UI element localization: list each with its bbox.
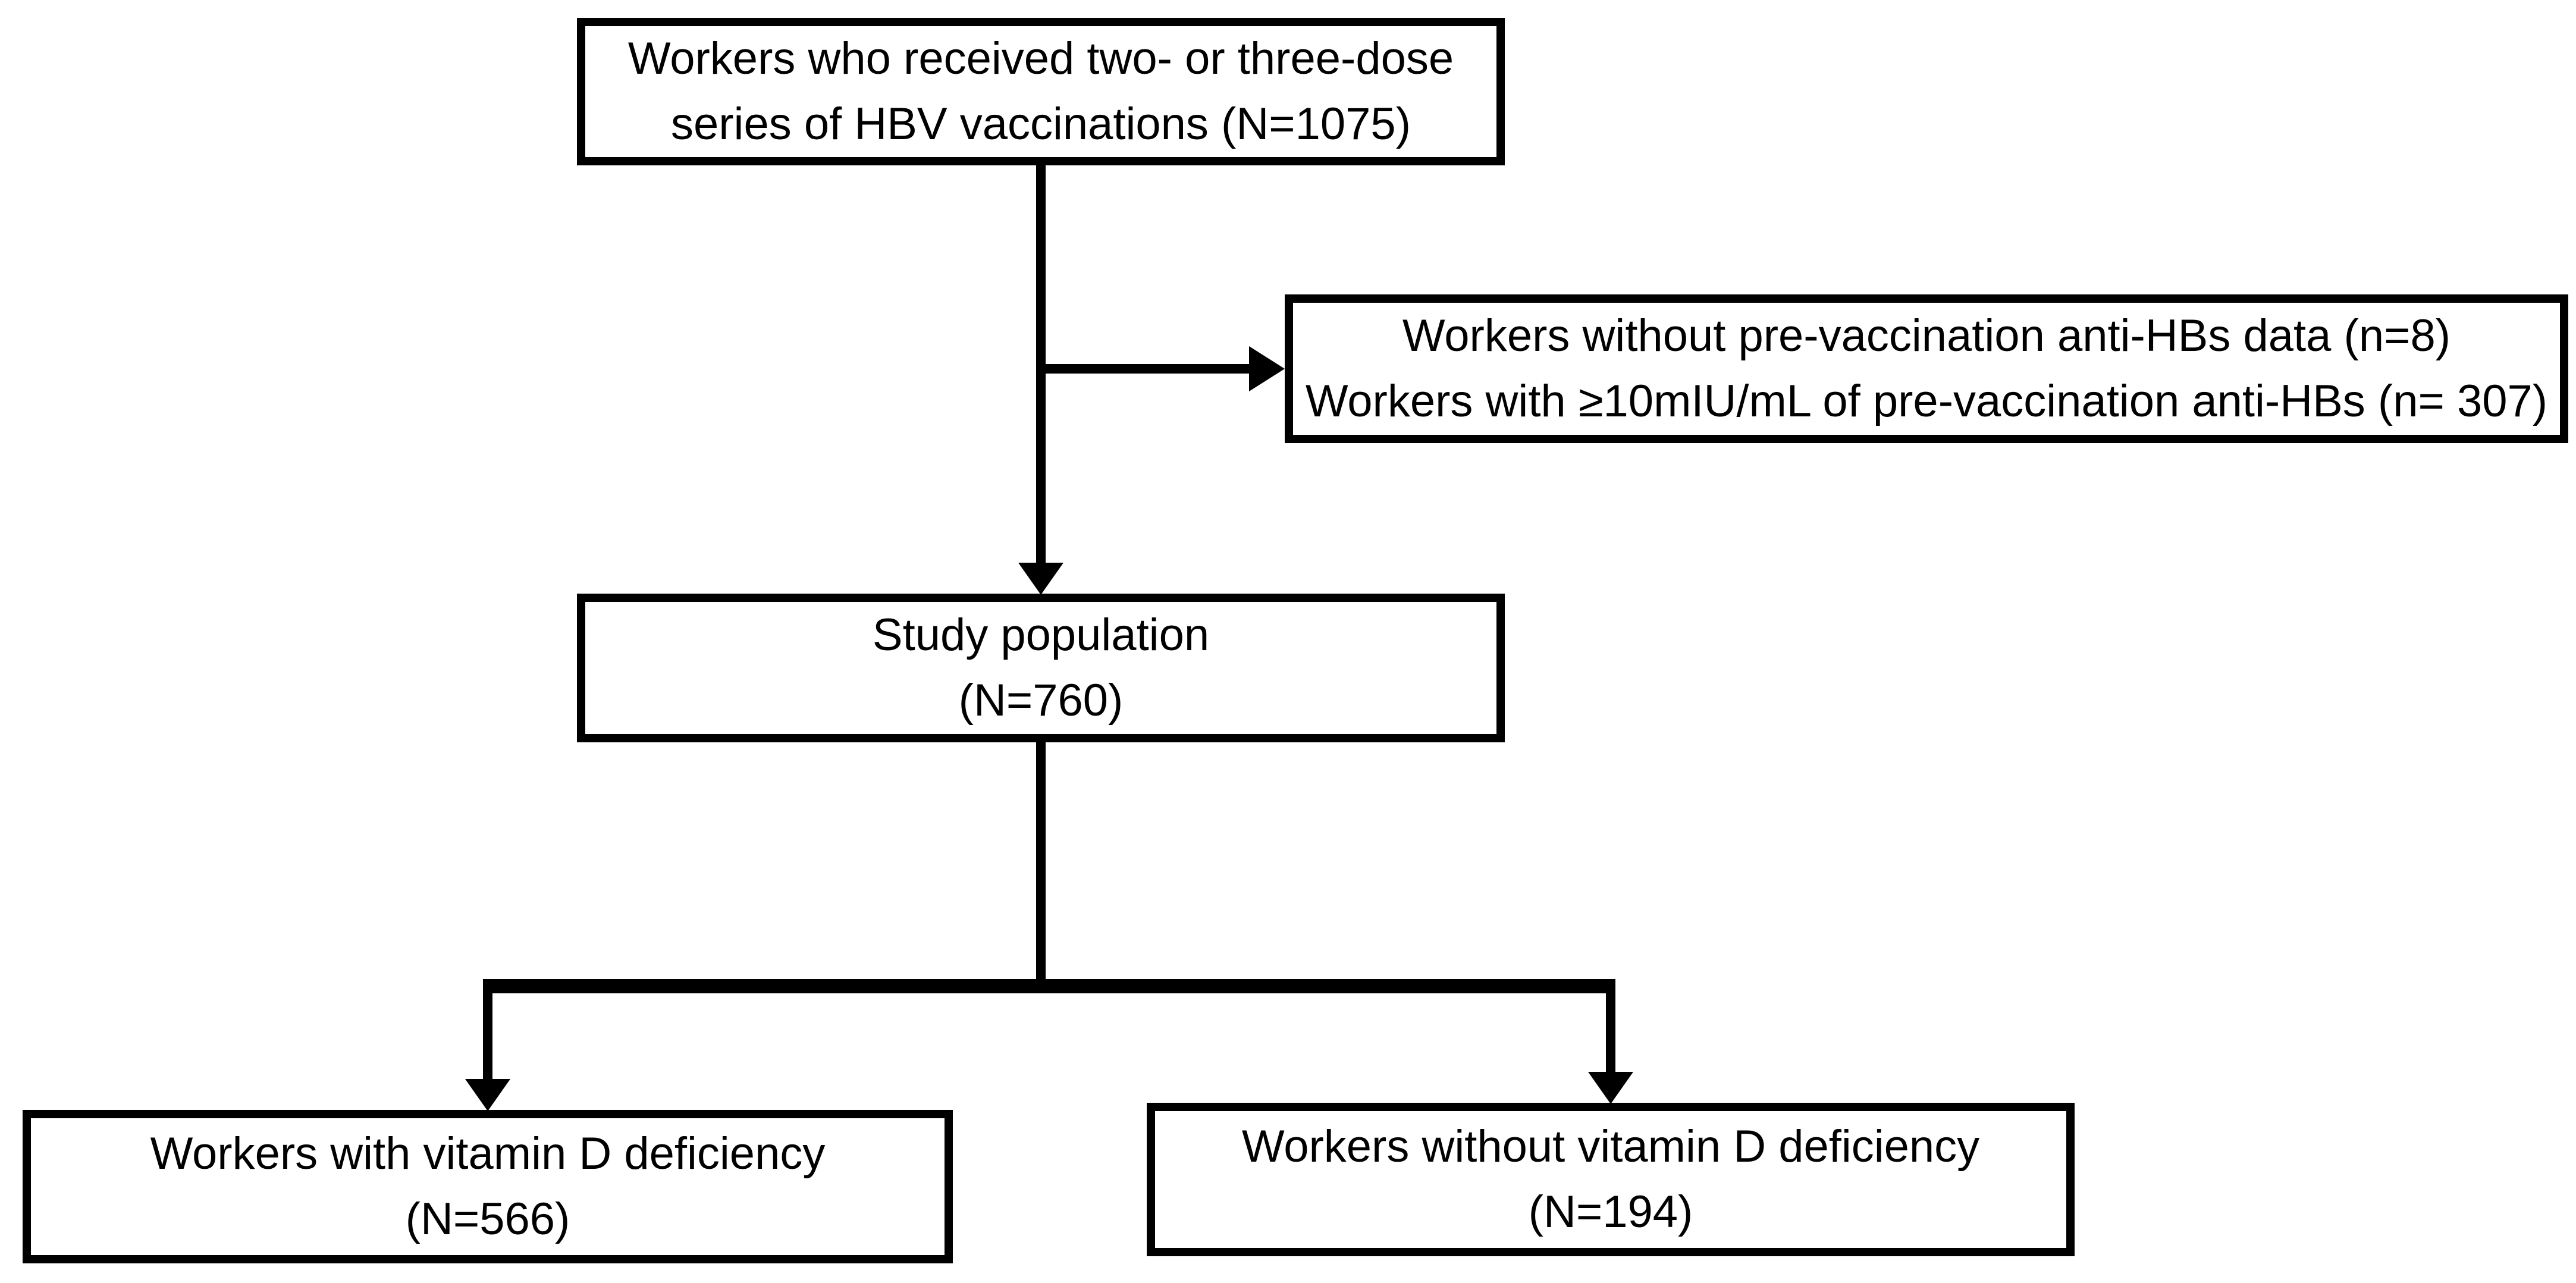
study-population-line1: Study population — [872, 609, 1210, 660]
vitamin-d-sufficient-count: (N=194) — [1528, 1187, 1693, 1237]
source-population-line2: series of HBV vaccinations (N=1075) — [670, 99, 1411, 149]
excluded-preexisting-antibody-line: Workers with ≥10mIU/mL of pre-vaccinatio… — [1305, 376, 2548, 426]
connector-study-to-branch — [1036, 741, 1046, 980]
flow-box-vitamin-d-sufficient: Workers without vitamin D deficiency (N=… — [1147, 1103, 2075, 1256]
source-population-line1: Workers who received two- or three-dose — [627, 33, 1454, 84]
connector-branch-to-sufficient — [1606, 979, 1615, 1074]
branch-horizontal-bar — [483, 979, 1615, 993]
vitamin-d-sufficient-line1: Workers without vitamin D deficiency — [1241, 1121, 1980, 1172]
flow-box-excluded-workers: Workers without pre-vaccination anti-HBs… — [1285, 294, 2568, 443]
arrowhead-down-into-deficient-icon — [465, 1079, 510, 1111]
arrowhead-down-into-sufficient-icon — [1588, 1072, 1633, 1104]
vitamin-d-deficient-line1: Workers with vitamin D deficiency — [150, 1128, 826, 1179]
arrowhead-right-into-excluded-icon — [1249, 346, 1285, 391]
connector-branch-to-deficient — [483, 979, 492, 1081]
flow-box-study-population: Study population (N=760) — [577, 594, 1505, 742]
study-population-count: (N=760) — [958, 675, 1124, 726]
excluded-missing-data-line: Workers without pre-vaccination anti-HBs… — [1402, 310, 2451, 361]
flow-box-vitamin-d-deficient: Workers with vitamin D deficiency (N=566… — [23, 1110, 953, 1263]
flow-box-source-population: Workers who received two- or three-dose … — [577, 18, 1505, 165]
connector-to-exclusion — [1041, 364, 1253, 374]
vitamin-d-deficient-count: (N=566) — [405, 1194, 570, 1244]
arrowhead-down-into-study-icon — [1018, 563, 1063, 595]
